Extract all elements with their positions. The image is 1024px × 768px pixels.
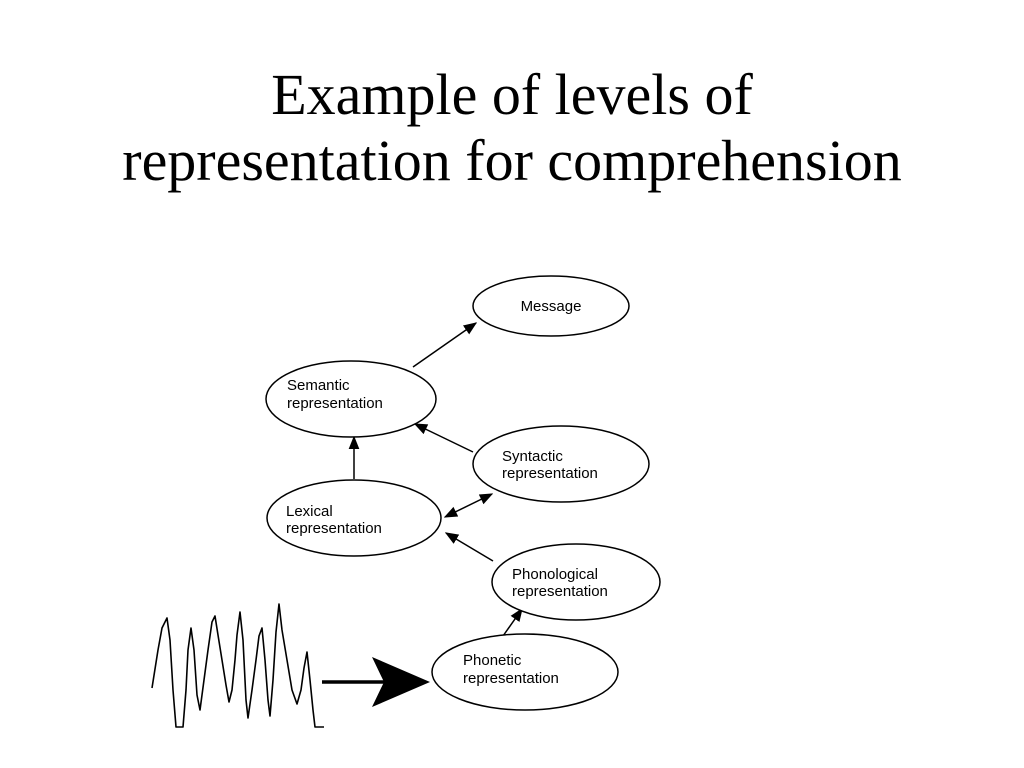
edge-lexical-syntactic-bidirectional [443,493,494,518]
node-lexical-label-line2: representation [286,520,382,537]
speech-waveform [151,603,324,728]
node-syntactic-label-line2: representation [502,465,598,482]
node-message-label: Message [521,298,582,315]
node-syntactic-label-line1: Syntactic [502,448,563,465]
node-phonetic-representation: Phonetic representation [431,633,619,711]
node-phonetic-label-line1: Phonetic [463,652,522,669]
node-phonological-label-line1: Phonological [512,566,598,583]
slide-title-line-2: representation for comprehension [122,128,902,193]
node-lexical-label-line1: Lexical [286,503,333,520]
edge-semantic-to-message [412,322,478,368]
node-phonological-label-line2: representation [512,583,608,600]
node-lexical-representation: Lexical representation [266,479,442,557]
edge-syntactic-to-semantic [413,423,474,453]
node-syntactic-representation: Syntactic representation [472,425,650,503]
node-phonological-representation: Phonological representation [491,543,661,621]
diagram-edges [348,322,523,637]
node-semantic-label-line2: representation [287,395,383,412]
slide-title: Example of levels of representation for … [0,62,1024,194]
waveform-arrow [322,657,430,707]
node-phonetic-label-line2: representation [463,670,559,687]
edge-phonetic-to-phonological [502,607,523,637]
slide-title-line-1: Example of levels of [271,62,753,127]
node-semantic-representation: Semantic representation [265,360,437,438]
node-semantic-label-line1: Semantic [287,377,350,394]
edge-phonological-to-lexical [444,532,494,562]
node-message: Message [472,275,630,337]
